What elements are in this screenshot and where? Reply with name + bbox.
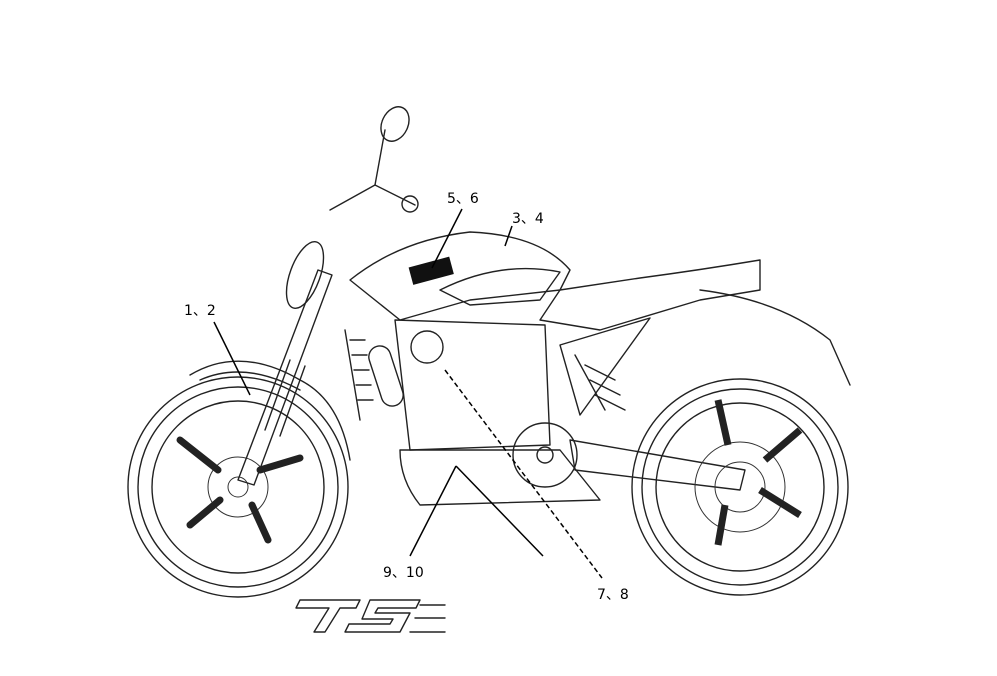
front-fork bbox=[237, 106, 419, 486]
callout-1-2: 1、2 bbox=[184, 303, 216, 319]
callout-5-6: 5、6 bbox=[447, 191, 479, 207]
callout-leaders bbox=[213, 208, 603, 579]
callout-9-10: 9、10 bbox=[383, 565, 424, 581]
ts-logo bbox=[295, 599, 446, 633]
rear-wheel bbox=[631, 378, 849, 596]
swingarm bbox=[512, 317, 746, 491]
body bbox=[344, 231, 851, 506]
callout-7-8: 7、8 bbox=[597, 587, 629, 603]
callout-3-4: 3、4 bbox=[512, 211, 544, 227]
